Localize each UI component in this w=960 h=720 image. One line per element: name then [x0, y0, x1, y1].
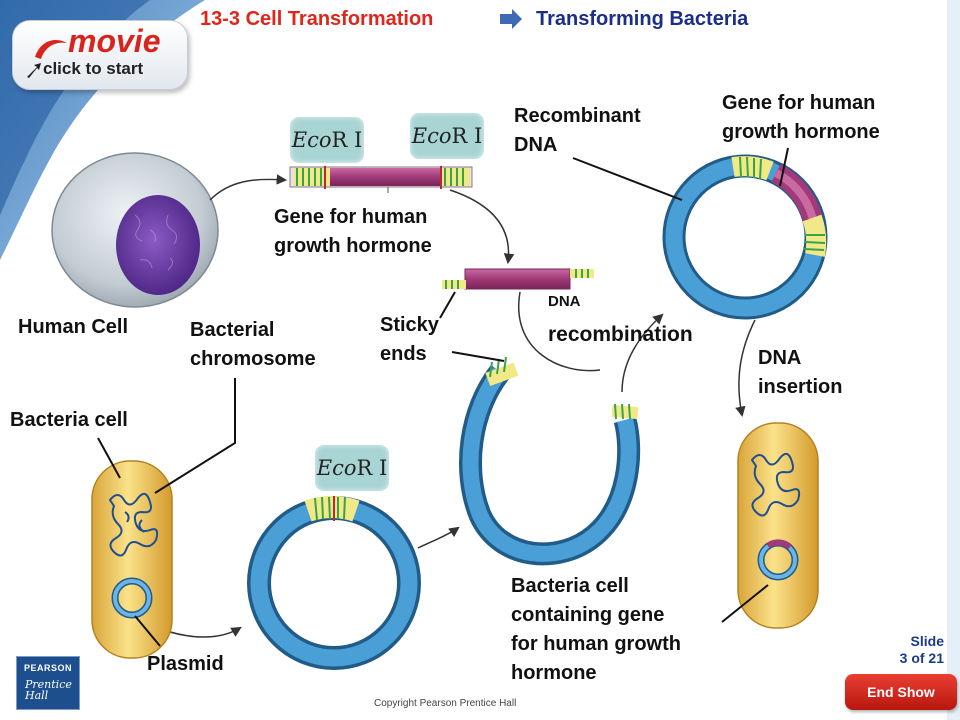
label-gene-top: Gene for human growth hormone [274, 206, 432, 257]
pointer-bacteria-cell [97, 437, 121, 479]
pointer-result-bacteria [721, 584, 769, 623]
movie-button[interactable]: movie click to start [12, 20, 188, 90]
label-plasmid: Plasmid [147, 653, 224, 675]
label-sticky-ends: Sticky ends [380, 314, 439, 365]
page-title: Transforming Bacteria [536, 8, 749, 30]
slide-label: Slide [910, 633, 944, 649]
label-recombination: recombination [548, 323, 693, 346]
pearson-logo: PEARSON Prentice Hall [16, 656, 80, 710]
movie-subtitle: click to start [43, 59, 144, 78]
arrow-plasmid-to-open [417, 526, 460, 549]
arrow-cell-to-gene [209, 174, 288, 201]
bacterial-chromosome-coil [108, 492, 159, 557]
recombinant-plasmid [662, 154, 828, 320]
human-cell [51, 152, 219, 308]
bacteria-cell [91, 460, 173, 659]
pearson-name: PEARSON [23, 663, 72, 673]
end-show-button[interactable]: End Show [845, 674, 957, 710]
right-edge-bar [947, 0, 960, 720]
open-plasmid [459, 356, 641, 566]
pointer-sticky-ends [451, 351, 505, 362]
section-title: 13-3 Cell Transformation [200, 8, 434, 30]
gene-fragment-cut [442, 268, 594, 290]
movie-swirl-icon [35, 39, 67, 59]
label-dna-small: DNA [548, 293, 581, 310]
label-bacterial-chromosome: Bacterial chromosome [190, 319, 316, 370]
slide-position: 3 of 21 [899, 650, 944, 666]
cell-nucleus [116, 195, 200, 295]
pointer-gene-right [779, 147, 789, 187]
movie-word: movie [68, 23, 161, 59]
ecor1-rest: R I [451, 124, 483, 148]
ecor1-italic: Eco [316, 456, 357, 480]
ecor1-rest: R I [331, 128, 363, 152]
arrow-cut-gene [449, 189, 515, 265]
label-bacteria-result: Bacteria cell containing gene for human … [511, 575, 681, 684]
arrow-dna-insertion [735, 319, 756, 418]
label-human-cell: Human Cell [18, 316, 129, 338]
pointer-plasmid [134, 615, 161, 647]
plasmid-ring [247, 496, 421, 670]
prentice-hall-name: Prentice Hall [25, 678, 72, 702]
ecor1-italic: Eco [411, 124, 452, 148]
ecor1-rest: R I [356, 456, 388, 480]
ecor1-italic: Eco [291, 128, 332, 152]
label-bacteria-cell: Bacteria cell [10, 409, 128, 431]
label-dna-insertion: DNA insertion [758, 347, 843, 398]
pointer-recombinant [572, 157, 683, 201]
copyright-text: Copyright Pearson Prentice Hall [374, 698, 517, 709]
arrow-icon [27, 63, 41, 78]
arrow-plasmid-to-recombination [621, 313, 664, 393]
pointer-chromosome [154, 378, 236, 494]
gene-fragment-top [289, 166, 473, 193]
label-gene-right: Gene for human growth hormone [722, 92, 880, 143]
arrow-gene-to-recombination [517, 291, 601, 372]
result-bacteria [737, 422, 819, 629]
header-arrow-icon [500, 9, 522, 29]
label-recombinant-dna: Recombinant DNA [514, 105, 641, 156]
